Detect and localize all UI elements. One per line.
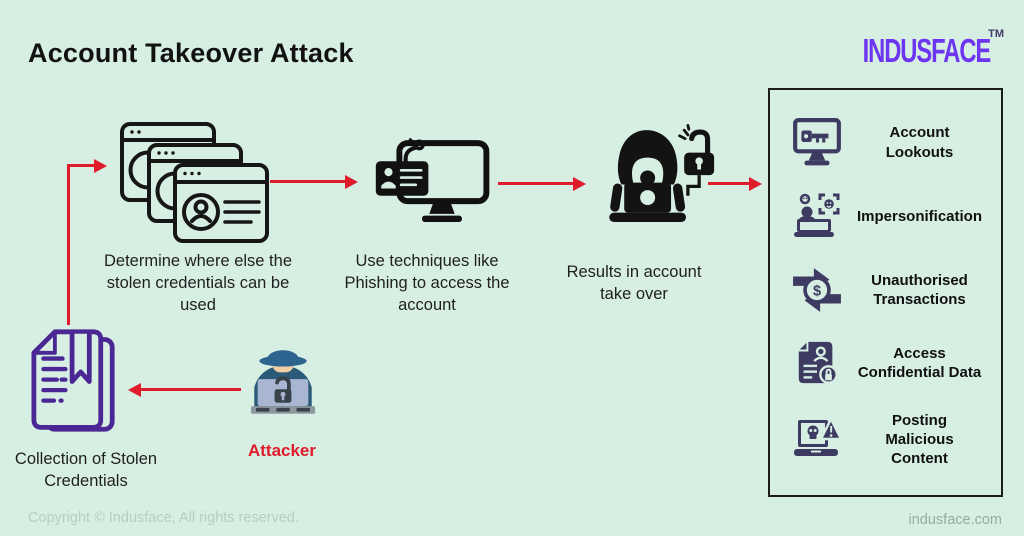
outcome-impersonification: Impersonification — [770, 191, 1001, 241]
hooded-hacker-unlocked-icon — [598, 124, 716, 230]
attacker-label: Attacker — [247, 441, 317, 460]
impersonation-face-scan-icon — [788, 191, 846, 241]
money-transfer-icon: $ — [788, 264, 846, 316]
outcome-label: Account Lookouts — [885, 124, 954, 161]
outcome-posting-malicious-content: Posting Malicious Content — [770, 411, 1001, 469]
brand-logo: INDUSFACE TM — [844, 28, 1004, 74]
outcomes-panel: Account Lookouts Impersonification — [768, 88, 1003, 497]
outcome-label: Unauthorised Transactions — [871, 271, 968, 308]
monitor-key-icon — [788, 117, 846, 169]
attacker-with-laptop-icon — [244, 342, 322, 418]
dollar-symbol: $ — [813, 283, 821, 299]
website-text: indusface.com — [908, 512, 1003, 528]
outcome-label: Impersonification — [856, 207, 983, 225]
stacked-browser-windows-icon — [119, 121, 269, 243]
phishing-monitor-icon — [374, 136, 490, 230]
outcome-label: Access Confidential Data — [857, 345, 982, 382]
step-1-label: Determine where else the stolen credenti… — [103, 252, 292, 315]
source-label: Collection of Stolen Credentials — [14, 450, 158, 491]
trademark-symbol: TM — [988, 28, 1004, 40]
brand-logo-text: INDUSFACE — [862, 32, 991, 69]
page-title: Account Takeover Attack — [28, 38, 354, 68]
step-2-label: Use techniques like Phishing to access t… — [344, 252, 510, 315]
copyright-text: Copyright © Indusface, All rights reserv… — [28, 510, 300, 526]
step-3-label: Results in account take over — [566, 263, 702, 304]
stolen-credentials-documents-icon — [28, 328, 120, 435]
outcome-label: Posting Malicious Content — [885, 411, 954, 468]
outcome-access-confidential-data: Access Confidential Data — [770, 338, 1001, 388]
laptop-skull-alert-icon — [788, 415, 846, 465]
outcome-account-lookouts: Account Lookouts — [770, 117, 1001, 169]
confidential-document-lock-icon — [788, 338, 846, 388]
outcome-unauthorised-transactions: $ Unauthorised Transactions — [770, 264, 1001, 316]
